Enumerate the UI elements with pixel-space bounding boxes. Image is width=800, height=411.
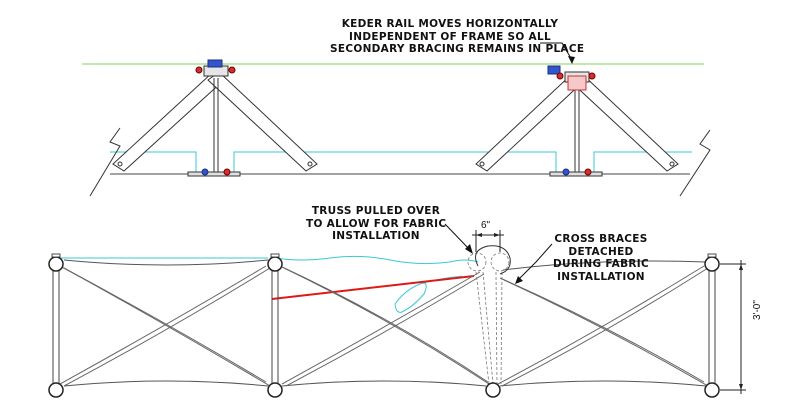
a-frame-left [112,59,318,177]
cross-braces-bay-2 [279,265,493,387]
truss-note-leader [444,223,471,251]
keder-note-leader [540,42,573,61]
break-line-right [679,129,711,197]
vertical-posts [52,270,716,384]
fabric-outline-right [593,151,692,172]
fabric-pull-loop [394,282,427,313]
keder-note-arrowhead [568,56,575,64]
height-dimension-label: 3'-0" [752,300,763,320]
fabric-outline-middle [233,151,557,172]
joint-node-tabs [51,253,717,258]
cross-braces-note-line-4: INSTALLATION [557,270,645,283]
cross-braces-note: CROSS BRACES DETACHED DURING FABRIC INST… [546,233,656,283]
cross-braces-note-line-2: DETACHED [568,245,634,258]
cross-braces-bay-3 [497,265,709,387]
break-line-left [89,127,121,197]
bottom-truss-section [48,223,746,398]
gap-dimension-label: 6" [481,220,491,231]
cross-braces-note-line-3: DURING FABRIC [553,258,649,270]
truss-pulled-note-line-3: INSTALLATION [332,230,420,242]
truss-note-arrowhead [465,244,473,254]
keder-rail-note-line-3: SECONDARY BRACING REMAINS IN PLACE [330,43,585,55]
top-chord-right [502,260,707,271]
bottom-chord-left [63,380,269,387]
top-chord-left [63,259,269,266]
keder-rail-note-line-1: KEDER RAIL MOVES HORIZONTALLY [341,18,559,30]
truss-pulled-note: TRUSS PULLED OVER TO ALLOW FOR FABRIC IN… [306,205,446,243]
truss-pulled-note-line-1: TRUSS PULLED OVER [311,205,441,217]
bottom-chord-middle [281,380,487,387]
a-frame-right [475,65,679,177]
top-elevation-view [82,42,711,197]
keder-rail-note: KEDER RAIL MOVES HORIZONTALLY INDEPENDEN… [330,18,585,56]
cross-braces-note-leader [517,243,553,281]
pull-line [271,275,475,300]
keder-rail-note-line-2: INDEPENDENT OF FRAME SO ALL [349,30,551,43]
cross-braces-note-line-1: CROSS BRACES [554,233,648,245]
fabric-wavy-line [275,255,479,265]
height-dimension-lines [720,260,746,394]
gap-dimension-lines [472,230,504,252]
cross-braces-bay-1 [59,265,271,387]
cross-braces-note-arrowhead [515,276,523,284]
truss-pulled-note-line-2: TO ALLOW FOR FABRIC [306,217,447,230]
bottom-chord-right [499,380,707,387]
pulled-top-joint [475,245,511,275]
